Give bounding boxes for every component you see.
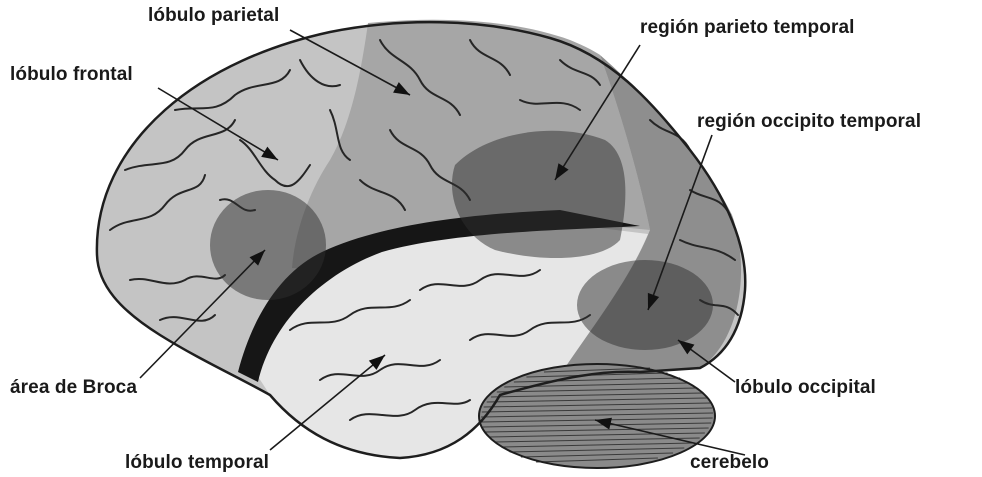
label-occipital: lóbulo occipital: [735, 377, 876, 399]
label-cerebelo: cerebelo: [690, 452, 769, 474]
label-occipito-temporal: región occipito temporal: [697, 111, 921, 133]
label-frontal: lóbulo frontal: [10, 64, 133, 86]
label-temporal: lóbulo temporal: [125, 452, 269, 474]
occipito-temporal-highlight: [577, 260, 713, 350]
label-parieto-temporal: región parieto temporal: [640, 17, 855, 39]
broca-area-highlight: [210, 190, 326, 300]
label-parietal: lóbulo parietal: [148, 5, 279, 27]
parieto-temporal-highlight: [452, 131, 625, 258]
label-broca: área de Broca: [10, 377, 137, 399]
